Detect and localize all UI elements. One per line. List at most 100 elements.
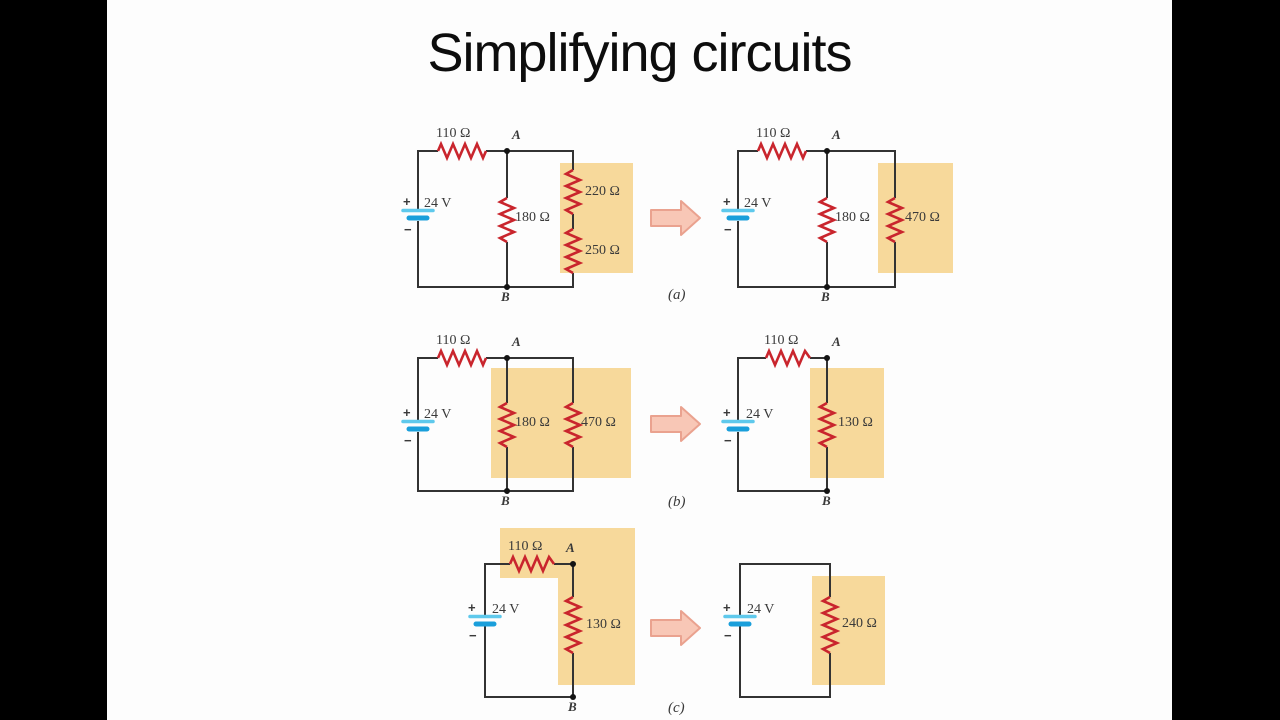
battery-voltage-label: 24 V [747,602,775,617]
resistor-label: 110 Ω [436,126,471,141]
circuit-diagram [401,140,633,290]
resistor-symbol [884,196,906,244]
wires [739,563,831,698]
figure-label-c: (c) [668,700,685,716]
circuit-diagram [468,528,635,700]
resistor-label: 250 Ω [585,243,620,258]
battery-symbol [721,208,755,221]
battery-symbol [721,419,755,432]
wires [417,150,574,288]
node-b-label: B [822,493,831,508]
minus-sign: − [724,433,732,448]
resistor-label: 470 Ω [581,415,616,430]
resistor-symbol [562,595,584,655]
node-dot [504,284,510,290]
resistor-symbol [496,196,518,244]
circuit-c-left: 110 Ω A + 24 V − 130 Ω B [455,525,700,720]
resistor-label: 240 Ω [842,616,877,631]
resistor-symbol [436,347,488,369]
highlight-region [878,163,953,273]
battery-symbol [401,208,435,221]
resistor-symbol [496,401,518,449]
resistor-symbol [764,347,812,369]
circuit-diagram [721,140,953,290]
resistor-symbol [562,401,584,449]
node-a-label: A [512,127,521,142]
figure-label-a: (a) [668,287,686,303]
resistor-symbol [436,140,488,162]
node-dot [570,694,576,700]
resistor-label: 180 Ω [835,210,870,225]
resistor-label: 110 Ω [508,539,543,554]
battery-symbol [468,614,502,627]
plus-sign: + [468,600,476,615]
arrow-right-icon [650,198,702,243]
highlight-region [812,576,885,685]
resistor-label: 110 Ω [764,333,799,348]
minus-sign: − [469,628,477,643]
wires [417,357,574,492]
arrow-right-icon [650,608,702,653]
circuit-diagram [401,347,631,494]
node-b-label: B [568,699,577,714]
plus-sign: + [403,405,411,420]
plus-sign: + [723,600,731,615]
wires [737,150,896,288]
node-dot [570,561,576,567]
minus-sign: − [404,222,412,237]
node-b-label: B [821,289,830,304]
highlight-region [491,368,631,478]
resistor-symbol [816,196,838,244]
circuit-a-right: 110 Ω A + 24 V − 180 Ω 470 Ω B [718,125,963,310]
circuit-a-left: 110 Ω A + 24 V − 180 Ω 220 Ω 250 Ω B [400,125,645,310]
node-a-label: A [832,127,841,142]
plus-sign: + [723,194,731,209]
minus-sign: − [724,628,732,643]
resistor-label: 470 Ω [905,210,940,225]
highlight-region [500,528,635,578]
figure-label-b: (b) [668,494,686,510]
node-dot [504,488,510,494]
highlight-region [810,368,884,478]
resistor-symbol [819,595,841,655]
battery-voltage-label: 24 V [492,602,520,617]
battery-voltage-label: 24 V [424,196,452,211]
resistor-symbol [756,140,808,162]
node-dot [824,355,830,361]
node-dot [824,284,830,290]
node-dot [824,148,830,154]
plus-sign: + [403,194,411,209]
minus-sign: − [724,222,732,237]
node-b-label: B [501,289,510,304]
node-a-label: A [832,334,841,349]
resistor-label: 220 Ω [585,184,620,199]
resistor-label: 180 Ω [515,210,550,225]
circuit-b-right: 110 Ω A + 24 V − 130 Ω B [718,332,963,517]
circuit-diagram [723,563,885,698]
battery-symbol [723,614,757,627]
resistor-symbol [562,168,584,216]
battery-symbol [401,419,435,432]
node-a-label: A [566,540,575,555]
resistor-label: 180 Ω [515,415,550,430]
highlight-region [558,578,635,685]
battery-voltage-label: 24 V [424,407,452,422]
node-b-label: B [501,493,510,508]
circuit-diagram [721,347,884,494]
plus-sign: + [723,405,731,420]
circuit-b-left: 110 Ω A + 24 V − 180 Ω 470 Ω B [400,332,645,517]
node-dot [504,355,510,361]
arrow-right-icon [650,404,702,449]
node-dot [824,488,830,494]
resistor-label: 110 Ω [436,333,471,348]
minus-sign: − [404,433,412,448]
circuit-c-right: + 24 V − 240 Ω [718,545,963,720]
node-a-label: A [512,334,521,349]
resistor-symbol [508,553,556,575]
slide [107,0,1172,720]
resistor-label: 130 Ω [838,415,873,430]
battery-voltage-label: 24 V [746,407,774,422]
page-title: Simplifying circuits [427,23,852,83]
battery-voltage-label: 24 V [744,196,772,211]
